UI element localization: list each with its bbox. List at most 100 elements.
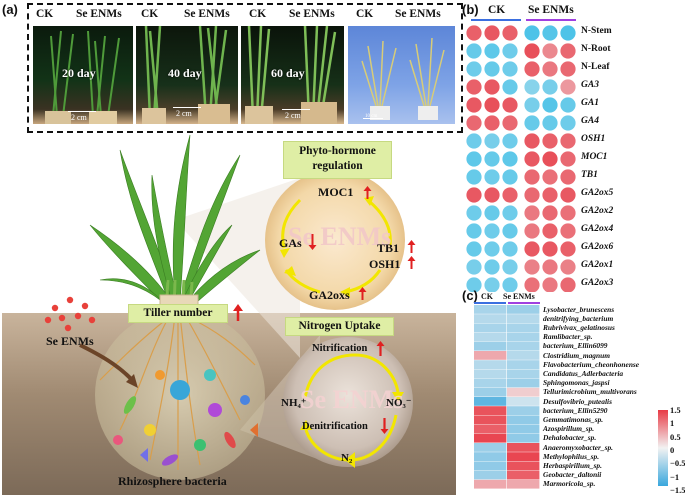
heatmap-b-cell xyxy=(542,187,558,203)
heatmap-b-cell xyxy=(560,223,576,239)
heatmap-c-cell xyxy=(507,443,540,452)
heatmap-c-cell xyxy=(507,360,540,369)
heatmap-b-cell xyxy=(484,115,500,131)
heatmap-b-cell xyxy=(542,97,558,113)
rhizosphere-bacteria-label: Rhizosphere bacteria xyxy=(118,474,227,488)
heatmap-b-row-label: GA2ox2 xyxy=(581,206,614,216)
heatmap-b-cell xyxy=(466,277,482,292)
heatmap-c-row-label: Rubrivivax_gelatinosus xyxy=(543,322,615,332)
heatmap-c-row-label: Azospirillum_sp. xyxy=(543,424,595,434)
gene-osh1: OSH1 xyxy=(369,257,401,271)
n2-label: N₂ xyxy=(341,452,353,464)
heatmap-c-cell xyxy=(507,351,540,360)
heatmap-b-row-label: N-Root xyxy=(581,44,611,54)
heatmap-c-cell xyxy=(474,369,507,379)
heatmap-c-cell xyxy=(474,351,507,360)
colorbar-tick-label: 0 xyxy=(670,445,675,455)
heatmap-c-row-label: Herbaspirillum_sp. xyxy=(543,460,602,470)
heatmap-c-cell xyxy=(507,452,540,461)
heatmap-b-cell xyxy=(466,259,482,275)
heatmap-b-cell xyxy=(502,97,518,113)
heatmap-b-cell xyxy=(466,25,482,41)
photo1-se-label: Se ENMs xyxy=(76,8,122,20)
heatmap-b-cell xyxy=(524,25,540,41)
panel-c-se-bar xyxy=(508,302,540,304)
tb1-up-arrow-icon xyxy=(407,240,416,253)
heatmap-b-cell xyxy=(484,205,500,221)
heatmap-c-row-label: Lysobacter_brunescens xyxy=(543,304,615,314)
heatmap-b-cell xyxy=(484,25,500,41)
heatmap-c-row-label: Candidatus_Adlerbacteria xyxy=(543,368,624,378)
heatmap-b-cell xyxy=(484,97,500,113)
heatmap-b-cell xyxy=(502,187,518,203)
heatmap-b-cell xyxy=(502,241,518,257)
heatmap-c-cell xyxy=(507,406,540,415)
se-arrow xyxy=(79,343,134,382)
heatmap-b-cell xyxy=(524,187,540,203)
photo-frame xyxy=(27,3,463,133)
heatmap-c-cell xyxy=(474,415,507,425)
heatmap-b-cell xyxy=(502,79,518,95)
heatmap-c-row-label: Tellurimicrobium_multivorans xyxy=(543,387,637,397)
day-label-20: 20 day xyxy=(62,66,96,80)
heatmap-b-row-label: GA3 xyxy=(581,80,599,90)
heatmap-c-row-label: Marmoricola_sp. xyxy=(543,479,596,489)
nitrogen-circle xyxy=(283,337,413,467)
heatmap-c-cell xyxy=(507,323,540,333)
heatmap-b-cell xyxy=(484,223,500,239)
heatmap-c-row-label: Flavobacterium_cheonhonense xyxy=(543,359,640,369)
illustration-svg xyxy=(44,134,413,480)
heatmap-c-cell xyxy=(507,397,540,406)
nitrification-label: Nitrification xyxy=(312,343,368,354)
gene-ga2oxs: GA2oxs xyxy=(309,288,350,302)
heatmap-b-row-label: TB1 xyxy=(581,170,598,180)
heatmap-b-cell xyxy=(502,61,518,77)
heatmap-b-cell xyxy=(560,79,576,95)
heatmap-b-cell xyxy=(542,151,558,167)
heatmap-c-cell xyxy=(474,314,507,323)
heatmap-b-cell xyxy=(466,61,482,77)
panel-c-ck-label: CK xyxy=(481,292,493,301)
hormone-regulation-box: Phyto-hormone regulation xyxy=(283,141,392,179)
gas-down-arrow-icon xyxy=(308,234,317,250)
heatmap-c-row-label: Anaeromyxobacter_sp. xyxy=(543,442,614,452)
heatmap-b-cell xyxy=(524,205,540,221)
hormone-cycle-arrowheads xyxy=(280,196,374,297)
colorbar-tick-label: −0.5 xyxy=(670,458,685,469)
heatmap-c-row-label: Methylophilus_sp. xyxy=(543,451,600,461)
panel-c-se-label: Se ENMs xyxy=(503,292,535,301)
panel-c-ck-bar xyxy=(474,302,506,304)
heatmap-b-row-label: N-Leaf xyxy=(581,62,610,72)
plant-illustration xyxy=(361,37,445,120)
heatmap-b-row-label: GA2ox6 xyxy=(581,242,614,252)
photo-20-day xyxy=(33,26,133,124)
heatmap-b-cell xyxy=(484,43,500,59)
heatmap-b-cell xyxy=(502,151,518,167)
heatmap-b-cell xyxy=(502,169,518,185)
heatmap-c-cell xyxy=(474,406,507,415)
panel-b-letter: (b) xyxy=(462,2,479,17)
tiller-number-box: Tiller number xyxy=(128,304,228,323)
heatmap-b-cell xyxy=(502,43,518,59)
photo4-se-label: Se ENMs xyxy=(395,8,441,20)
panel-b-ck-bar xyxy=(471,19,521,21)
se-enm-dots xyxy=(44,296,96,332)
heatmap-b-cell xyxy=(542,115,558,131)
heatmap-b-cell xyxy=(484,259,500,275)
heatmap-b-cell xyxy=(502,277,518,292)
heatmap-b-cell xyxy=(524,151,540,167)
heatmap-b-cell xyxy=(560,61,576,77)
heatmap-c-row-label: Geobacter_daltonii xyxy=(543,470,602,480)
panel-a-letter: (a) xyxy=(2,2,18,17)
heatmap-b-row-label: GA2ox1 xyxy=(581,260,614,270)
heatmap-b-row-label: N-Stem xyxy=(581,26,612,36)
scale-bar-line xyxy=(282,109,310,110)
plant-leaves xyxy=(89,134,261,311)
photo1-ck-label: CK xyxy=(36,8,54,20)
heatmap-b-cell xyxy=(542,169,558,185)
photo-60-day xyxy=(241,26,344,124)
heatmap-b-cell xyxy=(484,187,500,203)
heatmap-c-row-label: Dehalobacter_sp. xyxy=(543,433,597,443)
